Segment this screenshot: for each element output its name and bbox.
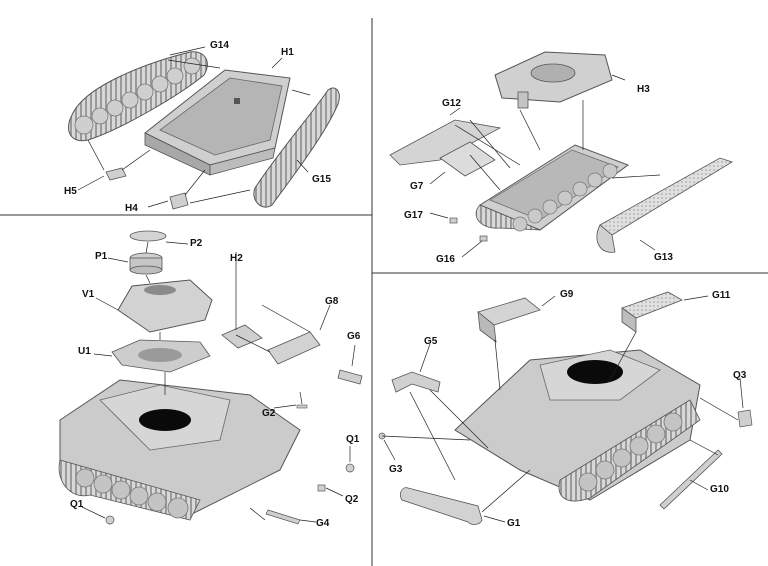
label-g12: G12	[442, 98, 461, 109]
plate-g7	[439, 141, 496, 177]
label-g8: G8	[325, 296, 339, 307]
label-h5: H5	[64, 186, 77, 197]
fender-g13	[596, 157, 733, 253]
label-g4: G4	[316, 518, 330, 529]
rod-g10	[659, 449, 723, 510]
part-h4	[169, 192, 189, 210]
label-q2: Q2	[345, 494, 359, 505]
part-q1-lower	[105, 515, 115, 525]
label-p1: P1	[95, 251, 108, 262]
label-q3: Q3	[733, 370, 747, 381]
label-h3: H3	[637, 84, 650, 95]
label-g10: G10	[710, 484, 729, 495]
label-h4: H4	[125, 203, 138, 214]
label-g2: G2	[262, 408, 276, 419]
exhaust-g5	[391, 371, 441, 393]
part-q2	[317, 484, 326, 492]
label-g15: G15	[312, 174, 331, 185]
label-v1: V1	[82, 289, 95, 300]
part-q1-upper	[345, 463, 355, 473]
part-h5	[105, 167, 127, 181]
label-g3: G3	[389, 464, 403, 475]
panel-hull-assembly	[68, 46, 340, 210]
label-q1-lower: Q1	[70, 499, 84, 510]
label-p2: P2	[190, 238, 203, 249]
label-h2: H2	[230, 253, 243, 264]
panel-dividers	[0, 18, 768, 566]
gun-mantlet-h2	[221, 324, 263, 349]
panel1-leaders	[77, 46, 311, 208]
left-track-g14	[68, 51, 208, 142]
label-g16: G16	[436, 254, 455, 265]
panel-final-details	[378, 291, 753, 525]
label-g1: G1	[507, 518, 521, 529]
label-g6: G6	[347, 331, 361, 342]
label-g5: G5	[424, 336, 438, 347]
hatch-p2	[129, 230, 167, 242]
barrel-g6	[337, 369, 363, 385]
turret-shell-v1	[117, 279, 213, 333]
part-g16	[479, 235, 488, 242]
part-g17	[449, 217, 458, 224]
finished-tank	[454, 349, 701, 502]
label-q1-upper: Q1	[346, 434, 360, 445]
turret-ring-deck-h3	[494, 51, 613, 109]
upper-hull-assembly	[475, 144, 630, 232]
panel3-leaders	[81, 241, 356, 523]
label-h1: H1	[281, 47, 294, 58]
part-g4	[265, 509, 301, 525]
hull-tub-h1	[144, 69, 291, 176]
label-g9: G9	[560, 289, 574, 300]
label-g11: G11	[712, 290, 731, 301]
mantlet-frame-g8	[267, 331, 321, 365]
label-g13: G13	[654, 252, 673, 263]
label-g17: G17	[404, 210, 423, 221]
muffler-g1	[400, 487, 483, 525]
label-u1: U1	[78, 346, 91, 357]
cupola-p1	[129, 252, 163, 275]
part-q3	[737, 409, 753, 428]
panel-upper-hull	[389, 51, 733, 258]
label-g14: G14	[210, 40, 229, 51]
panel4-leaders	[381, 295, 744, 523]
tank-hull-assembly	[58, 379, 301, 521]
panel-turret	[58, 230, 363, 525]
panel2-leaders	[429, 74, 661, 258]
engine-deck-g11	[621, 291, 683, 333]
label-g7: G7	[410, 181, 424, 192]
turret-floor-u1	[111, 339, 211, 373]
right-track-g15	[253, 87, 340, 208]
box-g9	[477, 297, 541, 343]
part-g2	[296, 404, 308, 409]
